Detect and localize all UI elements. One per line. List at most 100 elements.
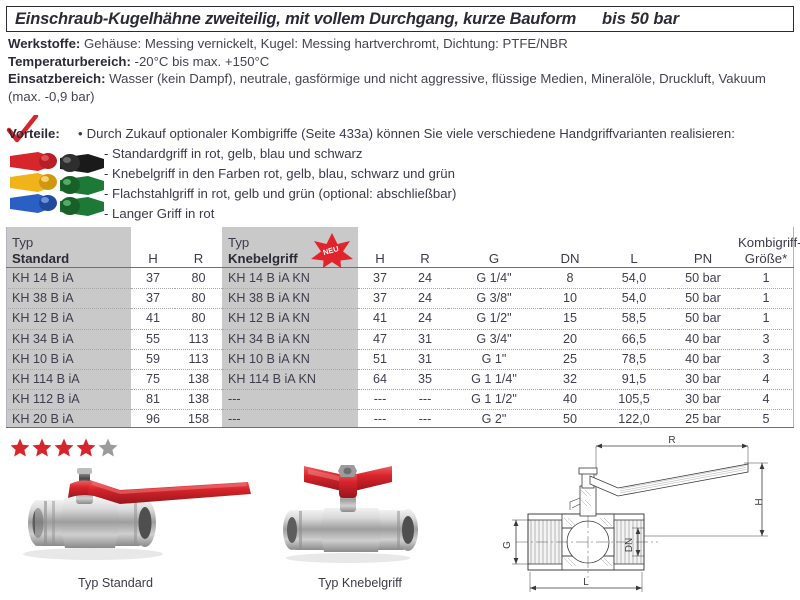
cell-typ-knebelgriff: KH 34 B iA KN bbox=[222, 329, 358, 350]
pressure-rating-title: bis 50 bar bbox=[602, 9, 680, 28]
cell-r-standard: 80 bbox=[175, 269, 222, 290]
cell-dn: 40 bbox=[540, 389, 600, 411]
product-table-grid: Typ Standard H R Typ Knebelgriff H bbox=[6, 227, 800, 430]
rating-stars bbox=[10, 438, 118, 457]
cell-h-standard: 55 bbox=[131, 329, 175, 350]
cell-l: 78,5 bbox=[600, 349, 668, 371]
cell-typ-standard: KH 34 B iA bbox=[6, 329, 131, 350]
cell-kombigriff-groesse: 5 bbox=[762, 412, 770, 427]
cell-r-knebelgriff: 24 bbox=[402, 269, 448, 290]
cell-r-standard: 113 bbox=[175, 329, 222, 350]
col-header-dn: DN bbox=[560, 251, 580, 266]
cell-r-standard: 158 bbox=[187, 412, 209, 427]
cell-h-standard: 41 bbox=[131, 308, 175, 330]
caption-knebelgriff: Typ Knebelgriff bbox=[318, 576, 402, 590]
advantages-list: •Durch Zukauf optionaler Kombigriffe (Se… bbox=[78, 124, 798, 224]
cell-pn: 25 bar bbox=[685, 412, 721, 427]
cell-h-standard: 37 bbox=[131, 288, 175, 310]
col-header-g: G bbox=[488, 251, 500, 266]
cell-r-standard: 138 bbox=[175, 389, 222, 411]
cell-typ-knebelgriff: --- bbox=[222, 389, 358, 411]
neu-star-badge-icon: NEU bbox=[311, 233, 353, 268]
cell-h-knebelgriff: 37 bbox=[358, 288, 402, 310]
cell-g: G 1/2" bbox=[448, 308, 540, 330]
drawing-label-l: L bbox=[583, 577, 589, 588]
cell-typ-standard: KH 114 B iA bbox=[6, 369, 131, 391]
cell-h-knebelgriff: 37 bbox=[358, 269, 402, 290]
advantages-block: Vorteile: bbox=[6, 115, 798, 224]
cell-dn: 15 bbox=[540, 308, 600, 330]
spec-werkstoffe-value: Gehäuse: Messing vernickelt, Kugel: Mess… bbox=[83, 36, 568, 51]
cell-r-standard: 80 bbox=[175, 308, 222, 330]
cell-l: 122,0 bbox=[618, 412, 650, 427]
cell-r-standard: 138 bbox=[175, 369, 222, 391]
technical-drawing: R H G DN L bbox=[502, 435, 768, 592]
cell-h-knebelgriff: 64 bbox=[358, 369, 402, 391]
cell-dn: 50 bbox=[562, 412, 577, 427]
cell-h-standard: 96 bbox=[145, 412, 160, 427]
cell-h-knebelgriff: 41 bbox=[358, 308, 402, 330]
table-rule-left bbox=[6, 227, 7, 428]
bullet-icon: • bbox=[78, 126, 83, 141]
drawing-label-dn: DN bbox=[624, 538, 635, 552]
cell-typ-knebelgriff: --- bbox=[228, 412, 241, 427]
spec-temperatur-value: -20°C bis max. +150°C bbox=[134, 53, 270, 69]
cell-typ-standard: KH 20 B iA bbox=[12, 412, 74, 427]
cell-g: G 1 1/4" bbox=[448, 369, 540, 391]
star-icon-1 bbox=[10, 438, 30, 457]
col-header-pn: PN bbox=[693, 251, 713, 266]
cell-dn: 10 bbox=[540, 288, 600, 310]
cell-kombigriff-groesse: 4 bbox=[738, 389, 794, 411]
cell-l: 105,5 bbox=[600, 389, 668, 411]
spec-werkstoffe-label: Werkstoffe: bbox=[8, 36, 81, 51]
cell-g: G 2" bbox=[481, 412, 507, 427]
advantages-intro-row: •Durch Zukauf optionaler Kombigriffe (Se… bbox=[78, 124, 798, 144]
specifications-block: Werkstoffe: Gehäuse: Messing vernickelt,… bbox=[8, 35, 796, 105]
cell-h-knebelgriff: --- bbox=[358, 389, 402, 411]
cell-pn: 30 bar bbox=[668, 369, 738, 391]
star-icon-5-empty bbox=[98, 438, 118, 457]
cell-dn: 32 bbox=[540, 369, 600, 391]
cell-pn: 40 bar bbox=[668, 329, 738, 350]
product-photo-standard-valve bbox=[23, 468, 251, 560]
table-rule-right bbox=[793, 227, 794, 428]
cell-h-knebelgriff: 51 bbox=[358, 349, 402, 371]
cell-h-standard: 59 bbox=[131, 349, 175, 371]
col-header-l: L bbox=[630, 251, 638, 266]
cell-kombigriff-groesse: 1 bbox=[738, 288, 794, 310]
handle-color-swatches-icon bbox=[10, 152, 104, 216]
spec-temperatur-label: Temperaturbereich: bbox=[8, 53, 131, 69]
advantage-item-3: - Langer Griff in rot bbox=[104, 206, 215, 221]
page-title-bar: Einschraub-Kugelhähne zweiteilig, mit vo… bbox=[6, 6, 794, 32]
drawing-label-g: G bbox=[502, 541, 513, 549]
table-header-row: Typ Standard H R Typ Knebelgriff H bbox=[6, 227, 800, 269]
cell-typ-standard: KH 38 B iA bbox=[6, 288, 131, 310]
cell-h-standard: 37 bbox=[131, 269, 175, 290]
cell-r-knebelgriff: 31 bbox=[402, 349, 448, 371]
cell-l: 54,0 bbox=[600, 288, 668, 310]
page-title: Einschraub-Kugelhähne zweiteilig, mit vo… bbox=[15, 9, 577, 28]
cell-typ-knebelgriff: KH 14 B iA KN bbox=[222, 269, 358, 290]
cell-r-standard: 80 bbox=[175, 288, 222, 310]
cell-typ-knebelgriff: KH 38 B iA KN bbox=[222, 288, 358, 310]
cell-dn: 8 bbox=[540, 269, 600, 290]
cell-typ-knebelgriff: KH 10 B iA KN bbox=[222, 349, 358, 371]
drawing-label-h: H bbox=[754, 498, 765, 505]
spec-einsatzbereich-value: Wasser (kein Dampf), neutrale, gasförmig… bbox=[8, 71, 766, 104]
table-bottom-rule bbox=[6, 427, 794, 428]
spec-temperatur: Temperaturbereich: -20°C bis max. +150°C bbox=[8, 53, 796, 71]
cell-kombigriff-groesse: 3 bbox=[738, 329, 794, 350]
advantages-intro: Durch Zukauf optionaler Kombigriffe (Sei… bbox=[86, 126, 735, 141]
cell-g: G 1" bbox=[448, 349, 540, 371]
cell-r-standard: 113 bbox=[175, 349, 222, 371]
cell-pn: 50 bar bbox=[668, 269, 738, 290]
advantage-item-1: - Knebelgriff in den Farben rot, gelb, b… bbox=[104, 166, 455, 181]
cell-r-knebelgriff: 24 bbox=[402, 308, 448, 330]
cell-h-knebelgriff: 47 bbox=[358, 329, 402, 350]
